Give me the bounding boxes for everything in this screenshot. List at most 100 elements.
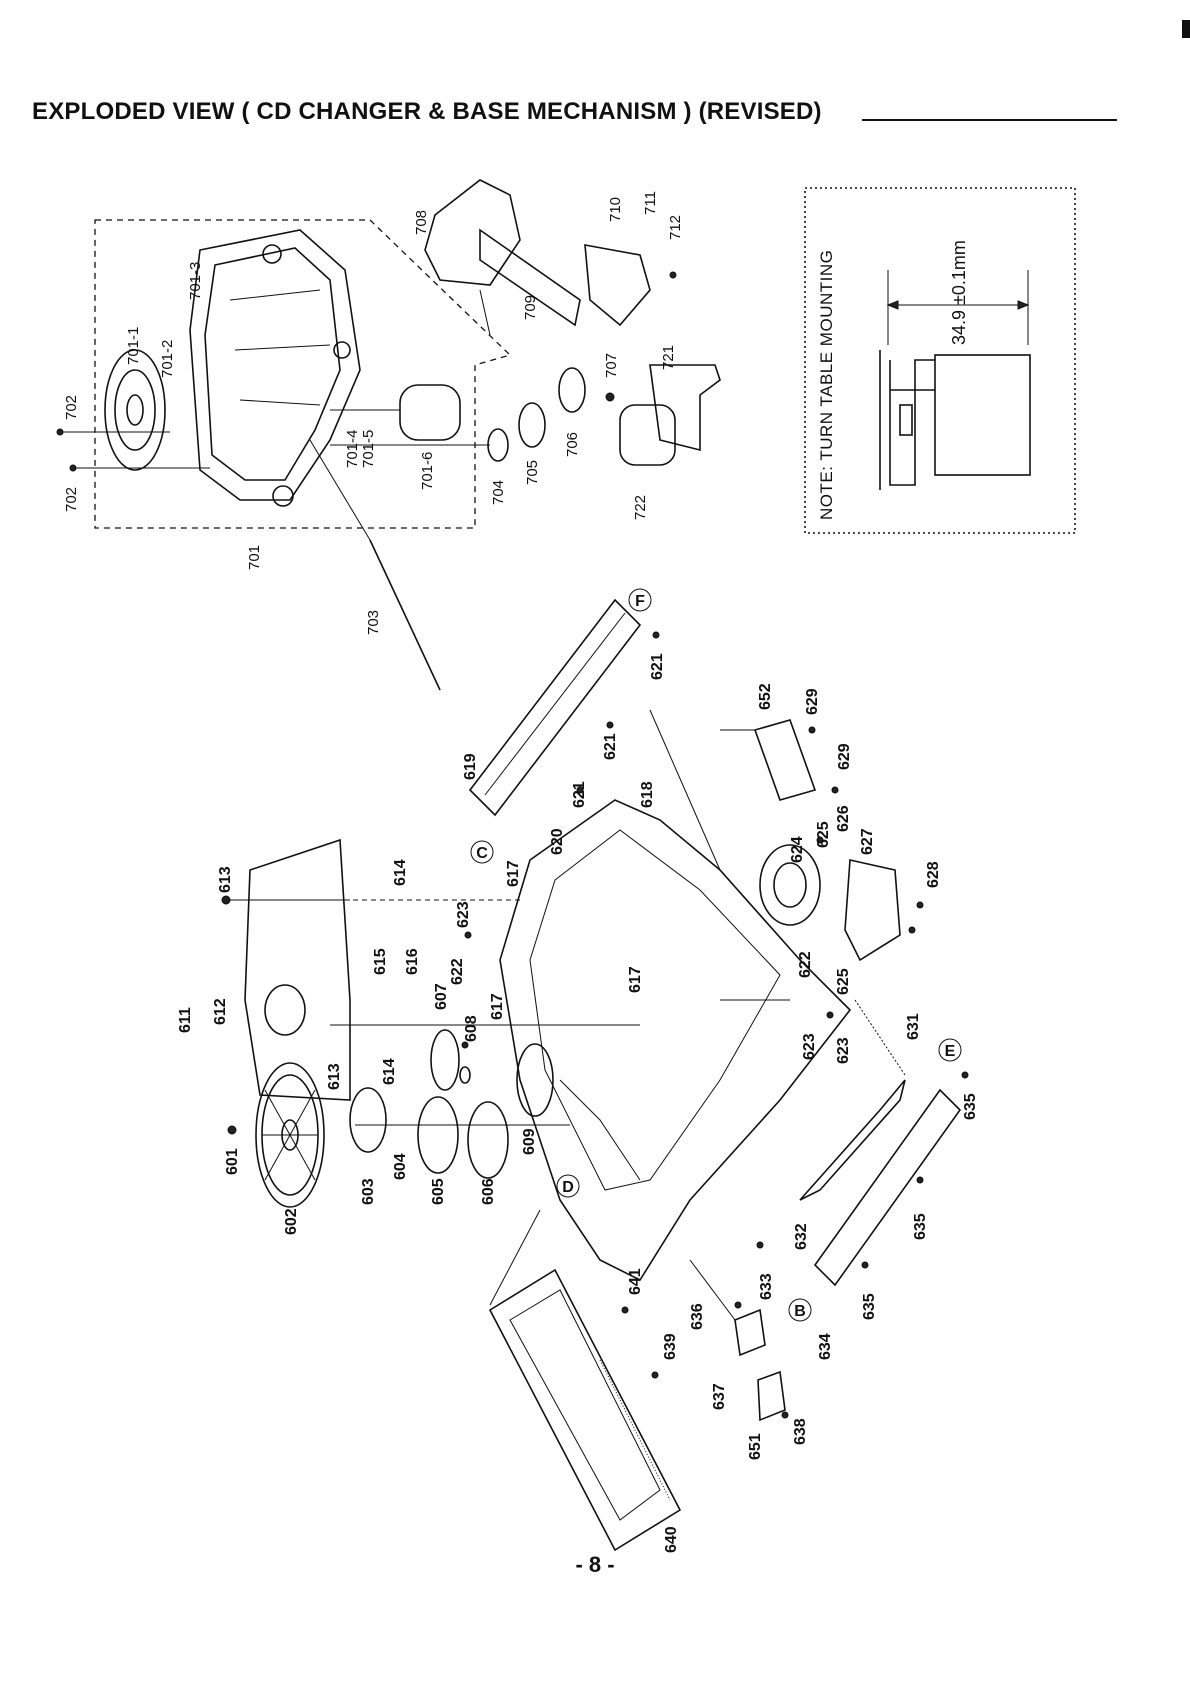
part-label-705: 705 [524,460,541,485]
base-chassis [499,799,852,1282]
cam-lever [799,1079,906,1201]
side-plate [244,838,351,1101]
loading-motor [759,844,901,962]
part-label-622: 622 [449,958,466,985]
part-label-607: 607 [433,983,450,1010]
mounting-sketch [879,270,1031,490]
part-label-635: 635 [861,1293,878,1320]
note-dimension: 34.9 ±0.1mm [949,240,969,345]
part-label-614: 614 [381,1058,398,1085]
lower-assembly [221,598,969,1552]
part-label-602: 602 [283,1208,300,1235]
part-label-619: 619 [462,753,479,780]
part-label-629: 629 [804,688,821,715]
bracket-651 [757,1370,786,1422]
part-label-615: 615 [372,948,389,975]
part-label-621: 621 [602,733,619,760]
part-label-701-6: 701-6 [419,452,436,490]
part-label-636: 636 [689,1303,706,1330]
part-label-652: 652 [757,683,774,710]
part-label-712: 712 [667,215,684,240]
title-rule [862,119,1117,121]
part-label-627: 627 [859,828,876,855]
part-label-635: 635 [912,1213,929,1240]
part-label-628: 628 [925,861,942,888]
part-label-622: 622 [797,951,814,978]
part-label-701-4: 701-4 [344,430,361,468]
part-label-606: 606 [480,1178,497,1205]
part-label-639: 639 [662,1333,679,1360]
guide-rack [488,1268,682,1552]
edge-mark [1182,20,1190,38]
part-label-703: 703 [365,610,382,635]
part-label-707: 707 [603,353,620,378]
bracket-652 [753,719,817,801]
sled-motor-bracket [619,364,721,466]
upper-part-labels: 702 702 701-1 701-2 701-3 701-4 701-5 70… [63,191,684,635]
upper-rail [468,598,642,817]
part-label-634: 634 [817,1333,834,1360]
part-label-721: 721 [660,345,677,370]
note-box: NOTE: TURN TABLE MOUNTING 34.9 ±0.1mm [804,187,1076,534]
turntable-disc [104,349,166,471]
part-label-605: 605 [430,1178,447,1205]
page-title: EXPLODED VIEW ( CD CHANGER & BASE MECHAN… [32,98,822,125]
part-label-623: 623 [835,1037,852,1064]
part-label-701-5: 701-5 [360,430,377,468]
optical-pickup [424,179,581,336]
part-label-710: 710 [607,197,624,222]
page-number: - 8 - [575,1552,615,1577]
part-label-621: 621 [649,653,666,680]
part-label-611: 611 [177,1007,194,1033]
bracket-637 [734,1308,766,1357]
part-label-625: 625 [835,968,852,995]
reference-marks: F C D E B [470,588,962,1322]
note-text: NOTE: TURN TABLE MOUNTING [817,250,836,520]
part-label-614: 614 [392,859,409,886]
part-label-613: 613 [217,866,234,893]
part-label-701-1: 701-1 [125,327,142,365]
part-label-608: 608 [463,1015,480,1042]
part-label-601: 601 [224,1148,241,1175]
part-label-609: 609 [521,1128,538,1155]
part-label-701: 701 [246,545,263,570]
screw-702-lower [69,464,77,472]
part-label-631: 631 [905,1013,922,1040]
part-label-618: 618 [639,781,656,808]
part-label-702: 702 [63,487,80,512]
part-label-635: 635 [962,1093,979,1120]
part-label-617: 617 [489,993,506,1020]
part-label-604: 604 [392,1153,409,1180]
reference-mark-f: F [628,588,652,612]
part-label-620: 620 [549,828,566,855]
changer-frame [189,229,361,507]
svg-text:D: D [562,1179,574,1196]
part-label-709: 709 [522,295,539,320]
reference-mark-b: B [788,1298,812,1322]
assembly-701-outline [94,219,512,529]
part-label-613: 613 [326,1063,343,1090]
spindle-motor [330,384,461,441]
part-label-701-2: 701-2 [159,340,176,378]
part-label-624: 624 [789,836,806,863]
spring [854,999,906,1076]
part-label-722: 722 [632,495,649,520]
svg-text:E: E [945,1043,956,1060]
part-label-633: 633 [758,1273,775,1300]
svg-text:B: B [794,1303,806,1320]
leader-lines [228,709,790,1321]
reference-mark-d: D [556,1174,580,1198]
part-label-708: 708 [413,210,430,235]
part-label-625: 625 [815,821,832,848]
sled-assembly [584,244,677,327]
part-label-626: 626 [835,805,852,832]
pulley-602 [255,1062,325,1208]
part-label-623: 623 [455,901,472,928]
drive-gears [330,367,615,462]
guide-shaft [369,539,441,691]
part-label-629: 629 [836,743,853,770]
part-label-617: 617 [505,860,522,887]
part-label-702: 702 [63,395,80,420]
part-label-632: 632 [793,1223,810,1250]
part-label-623: 623 [801,1033,818,1060]
